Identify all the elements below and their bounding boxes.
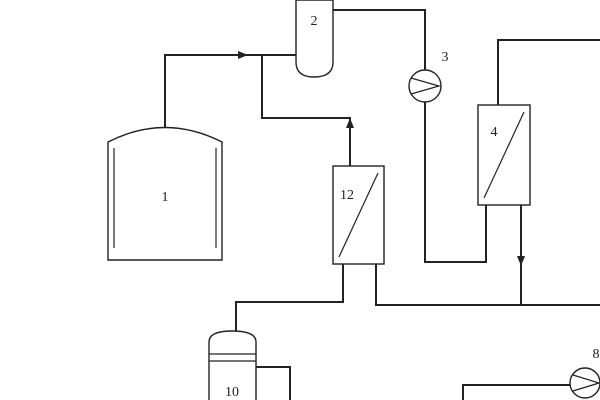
column-2: 2 bbox=[295, 0, 334, 78]
heat-exchanger-12: 12 bbox=[332, 165, 385, 265]
heat-exchanger-4: 4 bbox=[477, 104, 531, 206]
pipe-vessel1-to-column2 bbox=[164, 54, 296, 130]
label-unit-2: 2 bbox=[311, 14, 318, 29]
flow-arrow-right bbox=[238, 51, 248, 59]
pipe-pump3-to-exchanger4 bbox=[424, 102, 487, 263]
pipe-exchanger4-top-out bbox=[497, 39, 600, 105]
label-unit-12: 12 bbox=[340, 188, 354, 203]
label-unit-8: 8 bbox=[593, 347, 600, 362]
pipe-exchanger12-to-column2 bbox=[261, 55, 351, 166]
drum-10: 10 bbox=[208, 330, 257, 400]
pump-8: 8 bbox=[569, 347, 600, 399]
label-unit-3: 3 bbox=[442, 50, 449, 65]
pipe-to-pump8 bbox=[462, 384, 570, 400]
pipe-exchanger12-bottom-header bbox=[375, 264, 600, 306]
label-unit-10: 10 bbox=[225, 385, 239, 400]
pipe-column2-top-to-pump3 bbox=[333, 9, 426, 70]
flow-arrow-down bbox=[517, 256, 525, 266]
label-unit-1: 1 bbox=[162, 190, 169, 205]
pipe-drum10-side-out bbox=[256, 366, 291, 400]
pump-3: 3 bbox=[408, 50, 449, 103]
pipe-exchanger12-to-drum10 bbox=[235, 264, 344, 332]
flow-arrow-up bbox=[346, 118, 354, 128]
vessel-1: 1 bbox=[107, 126, 223, 261]
label-unit-4: 4 bbox=[491, 125, 498, 140]
